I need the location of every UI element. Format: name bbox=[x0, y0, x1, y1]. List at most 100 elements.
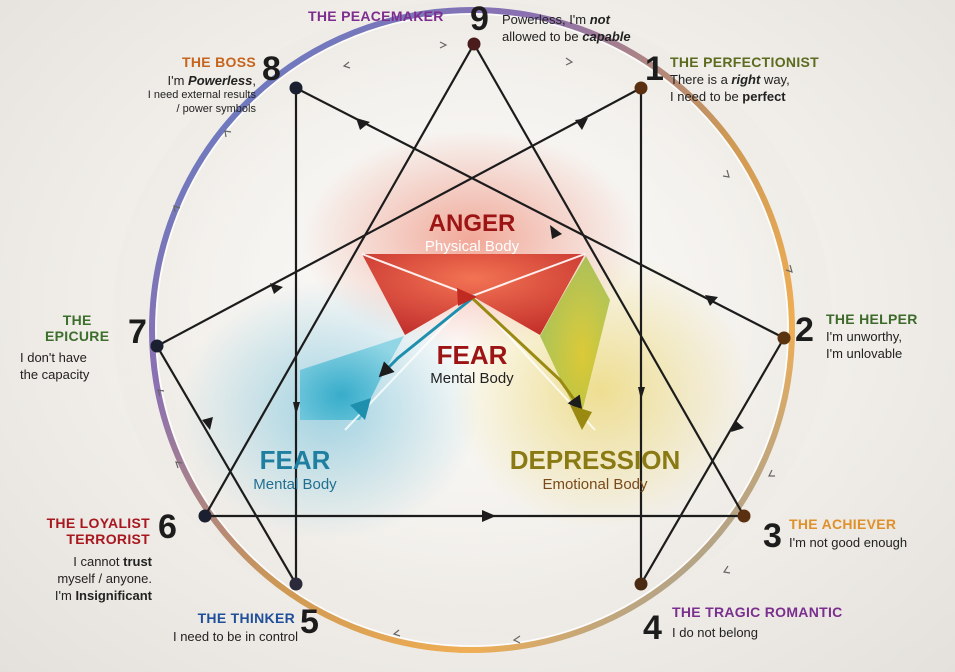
perfectionist-desc-line1-em: right bbox=[731, 72, 761, 87]
ring-arrow bbox=[392, 629, 401, 637]
ring-arrow bbox=[173, 205, 181, 213]
arrowhead bbox=[270, 283, 283, 294]
ring-arrow bbox=[722, 169, 730, 178]
helper-desc-line1: I'm unworthy, bbox=[826, 329, 902, 344]
triangle-9-3-6 bbox=[203, 41, 746, 518]
tragic-romantic-desc: I do not belong bbox=[672, 625, 759, 640]
loyalist-desc-line3-em: Insignificant bbox=[75, 587, 152, 603]
perfectionist-desc: There is a right way, I need to be perfe… bbox=[670, 72, 790, 106]
perfectionist-desc-line1-b: way, bbox=[760, 72, 790, 87]
boss-desc-line1-em: Powerless bbox=[188, 73, 253, 88]
boss-desc-line1-b: , bbox=[252, 73, 256, 88]
boss-number: 8 bbox=[262, 50, 281, 88]
fear-left-title: FEAR bbox=[259, 445, 331, 475]
ring-arrow bbox=[768, 469, 775, 477]
epicure-title-line1: THE bbox=[62, 312, 92, 328]
ring-arrow bbox=[175, 461, 183, 469]
arrow-anger-to-fear bbox=[378, 294, 476, 378]
arrowhead bbox=[575, 118, 588, 130]
tragic-romantic-title: THE TRAGIC ROMANTIC bbox=[672, 604, 843, 620]
loyalist-title-line1: THE LOYALIST bbox=[46, 515, 150, 531]
boss-desc: I'm Powerless, I need external results /… bbox=[100, 73, 256, 117]
peacemaker-desc-line2-em: capable bbox=[582, 28, 631, 44]
center-arrowhead-red bbox=[457, 288, 477, 306]
helper-desc-line2: I'm unlovable bbox=[826, 345, 903, 361]
ring-arrows bbox=[157, 41, 793, 644]
arrowhead bbox=[731, 420, 744, 432]
node-6 bbox=[198, 509, 212, 523]
arrowhead bbox=[356, 118, 370, 130]
epicure-number: 7 bbox=[128, 313, 147, 351]
outer-ring bbox=[149, 7, 795, 653]
node-3 bbox=[737, 509, 751, 523]
center-arrowhead-left bbox=[350, 398, 371, 420]
arrowhead bbox=[202, 417, 213, 430]
peacemaker-desc-line1-em: not bbox=[589, 12, 610, 27]
nodes bbox=[150, 37, 791, 591]
epicure-title-line2: EPICURE bbox=[45, 328, 110, 345]
epicure-desc-line1: I don't have bbox=[20, 350, 87, 365]
depression-wedge bbox=[540, 256, 610, 420]
node-9 bbox=[467, 37, 481, 51]
loyalist-title: THE LOYALIST TERRORIST bbox=[10, 515, 150, 547]
anger-title: ANGER bbox=[428, 210, 516, 237]
thinker-title: THE THINKER bbox=[197, 610, 295, 626]
thinker-desc: I need to be in control bbox=[172, 629, 298, 644]
epicure-desc-line2: the capacity bbox=[20, 366, 90, 382]
achiever-title: THE ACHIEVER bbox=[789, 516, 897, 532]
boss-desc-line2: I need external results bbox=[147, 89, 256, 102]
arrowhead bbox=[638, 387, 645, 400]
center-arrowhead-right bbox=[570, 405, 592, 430]
line-arrowheads bbox=[202, 118, 744, 522]
ring-arrow bbox=[224, 130, 232, 138]
ring-arrow bbox=[785, 264, 793, 273]
loyalist-desc-line2: myself / anyone. bbox=[57, 570, 152, 586]
peacemaker-desc-line1: Powerless, I'm bbox=[502, 12, 590, 27]
loyalist-title-line2: TERRORIST bbox=[66, 531, 150, 548]
thinker-number: 5 bbox=[300, 603, 319, 641]
loyalist-desc-line1-a: I cannot bbox=[73, 554, 124, 569]
peacemaker-desc-line2: allowed to be bbox=[502, 28, 583, 44]
loyalist-desc-line1-em: trust bbox=[123, 554, 152, 569]
ring-arrow bbox=[512, 635, 521, 644]
tragic-romantic-number: 4 bbox=[643, 609, 662, 647]
node-5 bbox=[289, 577, 303, 591]
ring-arrow bbox=[157, 389, 165, 397]
arrowhead bbox=[482, 510, 496, 522]
loyalist-number: 6 bbox=[158, 508, 177, 546]
peacemaker-number: 9 bbox=[470, 0, 489, 38]
helper-desc: I'm unworthy, I'm unlovable bbox=[826, 329, 902, 363]
perfectionist-desc-line2-a: I need to be bbox=[670, 88, 743, 104]
node-4 bbox=[634, 577, 648, 591]
depression-title: DEPRESSION bbox=[509, 445, 681, 475]
anger-subtitle: Physical Body bbox=[424, 238, 520, 255]
perfectionist-number: 1 bbox=[645, 50, 664, 88]
perfectionist-desc-line1-a: There is a bbox=[670, 72, 732, 87]
boss-title: THE BOSS bbox=[182, 54, 256, 70]
helper-number: 2 bbox=[795, 311, 814, 349]
boss-desc-line1-a: I'm bbox=[167, 73, 189, 88]
epicure-title: THE EPICURE bbox=[45, 312, 109, 344]
node-8 bbox=[289, 81, 303, 95]
peacemaker-desc: Powerless, I'm not allowed to be capable bbox=[502, 12, 631, 46]
fear-middle-title: FEAR bbox=[436, 340, 508, 370]
ring-arrow bbox=[439, 41, 448, 49]
outer-ring-inner bbox=[155, 13, 789, 647]
loyalist-desc: I cannot trust myself / anyone. I'm Insi… bbox=[0, 554, 152, 605]
depression-subtitle: Emotional Body bbox=[542, 476, 648, 493]
peacemaker-title: THE PEACEMAKER bbox=[308, 8, 444, 24]
arrowhead bbox=[550, 225, 562, 239]
loyalist-desc-line3-a: I'm bbox=[54, 587, 76, 603]
arrow-anger-to-depression bbox=[468, 294, 583, 412]
node-1 bbox=[634, 81, 648, 95]
perfectionist-desc-line2-em: perfect bbox=[742, 88, 786, 104]
fear-left-subtitle: Mental Body bbox=[253, 476, 337, 493]
achiever-desc: I'm not good enough bbox=[789, 535, 908, 550]
ring-arrow bbox=[565, 57, 574, 66]
arrowhead bbox=[705, 295, 718, 306]
achiever-number: 3 bbox=[763, 517, 782, 555]
epicure-desc: I don't have the capacity bbox=[20, 350, 89, 384]
helper-title: THE HELPER bbox=[826, 311, 918, 327]
arrowhead bbox=[293, 402, 300, 415]
